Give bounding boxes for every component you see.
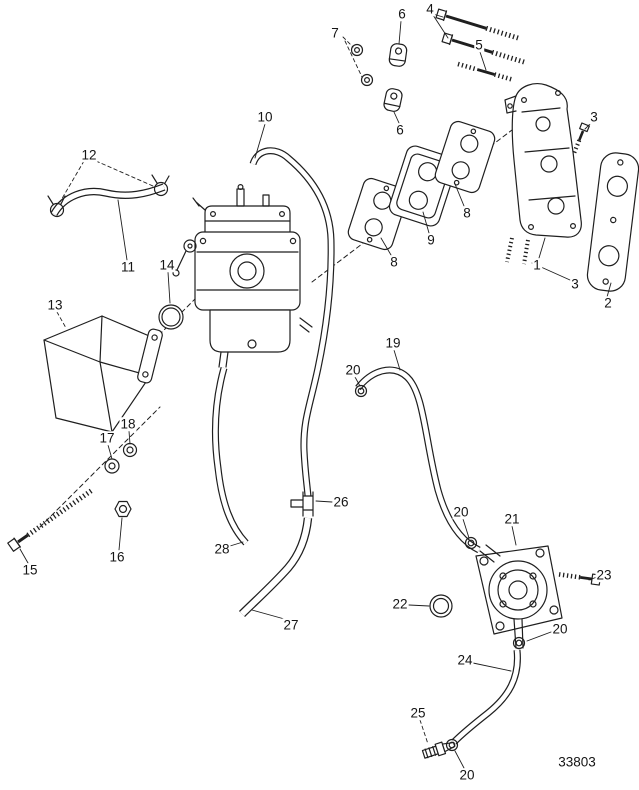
callout-20: 20	[551, 621, 569, 637]
callout-3: 3	[589, 109, 599, 125]
part-washer-17	[104, 458, 120, 474]
part-bolt-23	[558, 571, 602, 586]
callout-4: 4	[425, 1, 435, 17]
part-hose-27	[238, 517, 313, 618]
callout-20: 20	[344, 362, 362, 378]
callout-26: 26	[332, 494, 350, 510]
part-hose-19	[355, 366, 481, 554]
callout-2: 2	[603, 295, 613, 311]
part-studs-3	[505, 237, 530, 265]
part-tee-fitting-26	[290, 491, 314, 517]
callout-17: 17	[98, 430, 116, 446]
callout-27: 27	[282, 617, 300, 633]
callout-21: 21	[503, 511, 521, 527]
part-hose-28	[211, 367, 249, 546]
callout-28: 28	[213, 541, 231, 557]
callout-20: 20	[452, 504, 470, 520]
callout-8: 8	[462, 205, 472, 221]
part-intake-hose-11	[50, 183, 166, 217]
callout-11: 11	[119, 259, 137, 275]
part-bolt-3	[571, 122, 590, 156]
part-retainer-6-a	[388, 43, 408, 67]
callout-9: 9	[426, 232, 436, 248]
callout-13: 13	[46, 297, 64, 313]
callout-7: 7	[330, 25, 340, 41]
callout-8: 8	[389, 254, 399, 270]
callout-22: 22	[391, 596, 409, 612]
part-bolt-15	[7, 488, 94, 552]
part-hose-clamps-12	[47, 174, 170, 218]
part-fuel-hose-10	[249, 147, 335, 497]
part-carburetor	[172, 184, 313, 368]
callout-6: 6	[395, 122, 405, 138]
leader-lines	[19, 13, 612, 769]
diagram-id: 33803	[558, 754, 596, 770]
leader-lines-dashed	[56, 36, 429, 745]
callout-3: 3	[570, 276, 580, 292]
part-grommets-7	[350, 43, 374, 87]
callout-14: 14	[158, 257, 176, 273]
part-bolt-4-a	[435, 8, 522, 42]
callout-10: 10	[256, 109, 274, 125]
part-bolt-4-b	[441, 32, 528, 66]
callout-23: 23	[595, 567, 613, 583]
callout-18: 18	[119, 416, 137, 432]
callout-16: 16	[108, 549, 126, 565]
part-hose-24	[451, 649, 521, 745]
part-stud-5	[457, 61, 513, 82]
callout-19: 19	[384, 335, 402, 351]
callout-20: 20	[458, 767, 476, 783]
callout-1: 1	[532, 257, 542, 273]
callout-24: 24	[456, 652, 474, 668]
callout-15: 15	[21, 562, 39, 578]
callout-12: 12	[80, 147, 98, 163]
callout-6: 6	[397, 6, 407, 22]
callout-5: 5	[474, 37, 484, 53]
part-spacer-18	[122, 442, 138, 458]
callout-25: 25	[409, 705, 427, 721]
part-gasket-2	[586, 152, 639, 292]
part-o-ring-22	[429, 594, 453, 618]
part-gasket-8-upper	[434, 120, 496, 194]
part-fuel-pump-21	[475, 544, 563, 649]
part-o-ring-14	[158, 304, 184, 330]
part-hose-clamps-20	[354, 384, 526, 752]
part-retainer-6-b	[383, 88, 403, 112]
part-intake-manifold-1	[504, 83, 582, 238]
part-air-silencer-13	[43, 315, 163, 433]
part-nut-16	[114, 500, 132, 518]
